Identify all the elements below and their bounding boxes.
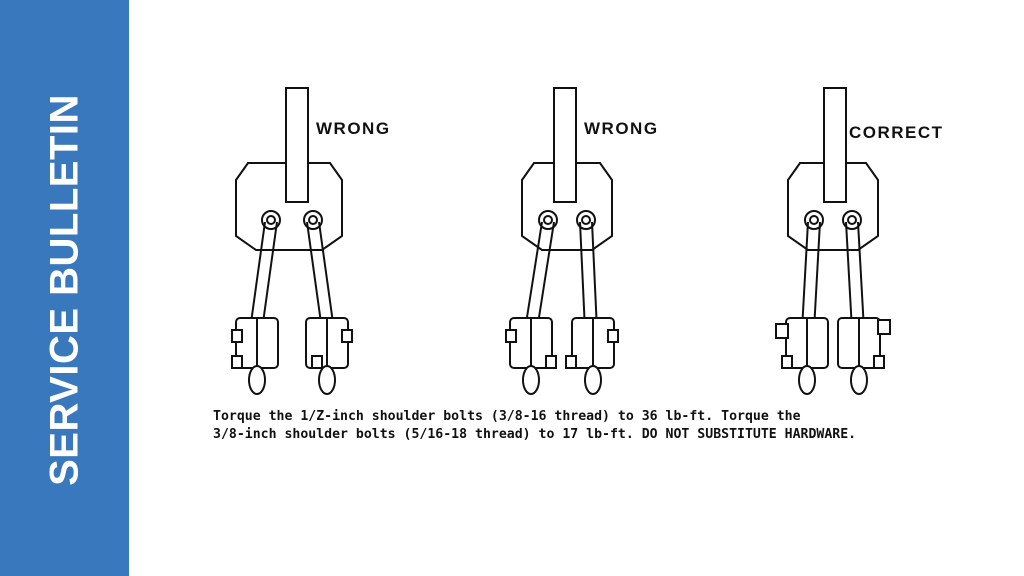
linkage-figure-3 [775, 87, 891, 395]
figure-label-wrong-2: WRONG [584, 119, 659, 138]
figure-label-correct: CORRECT [849, 123, 944, 142]
linkage-figure-2 [505, 87, 619, 395]
caption-line-1: Torque the 1/Z-inch shoulder bolts (3/8-… [213, 409, 801, 424]
caption-line-2: 3/8-inch shoulder bolts (5/16-18 thread)… [213, 427, 857, 442]
linkage-figure-1 [231, 87, 353, 395]
figure-label-wrong-1: WRONG [316, 119, 391, 138]
sidebar: SERVICE BULLETIN [0, 0, 129, 576]
